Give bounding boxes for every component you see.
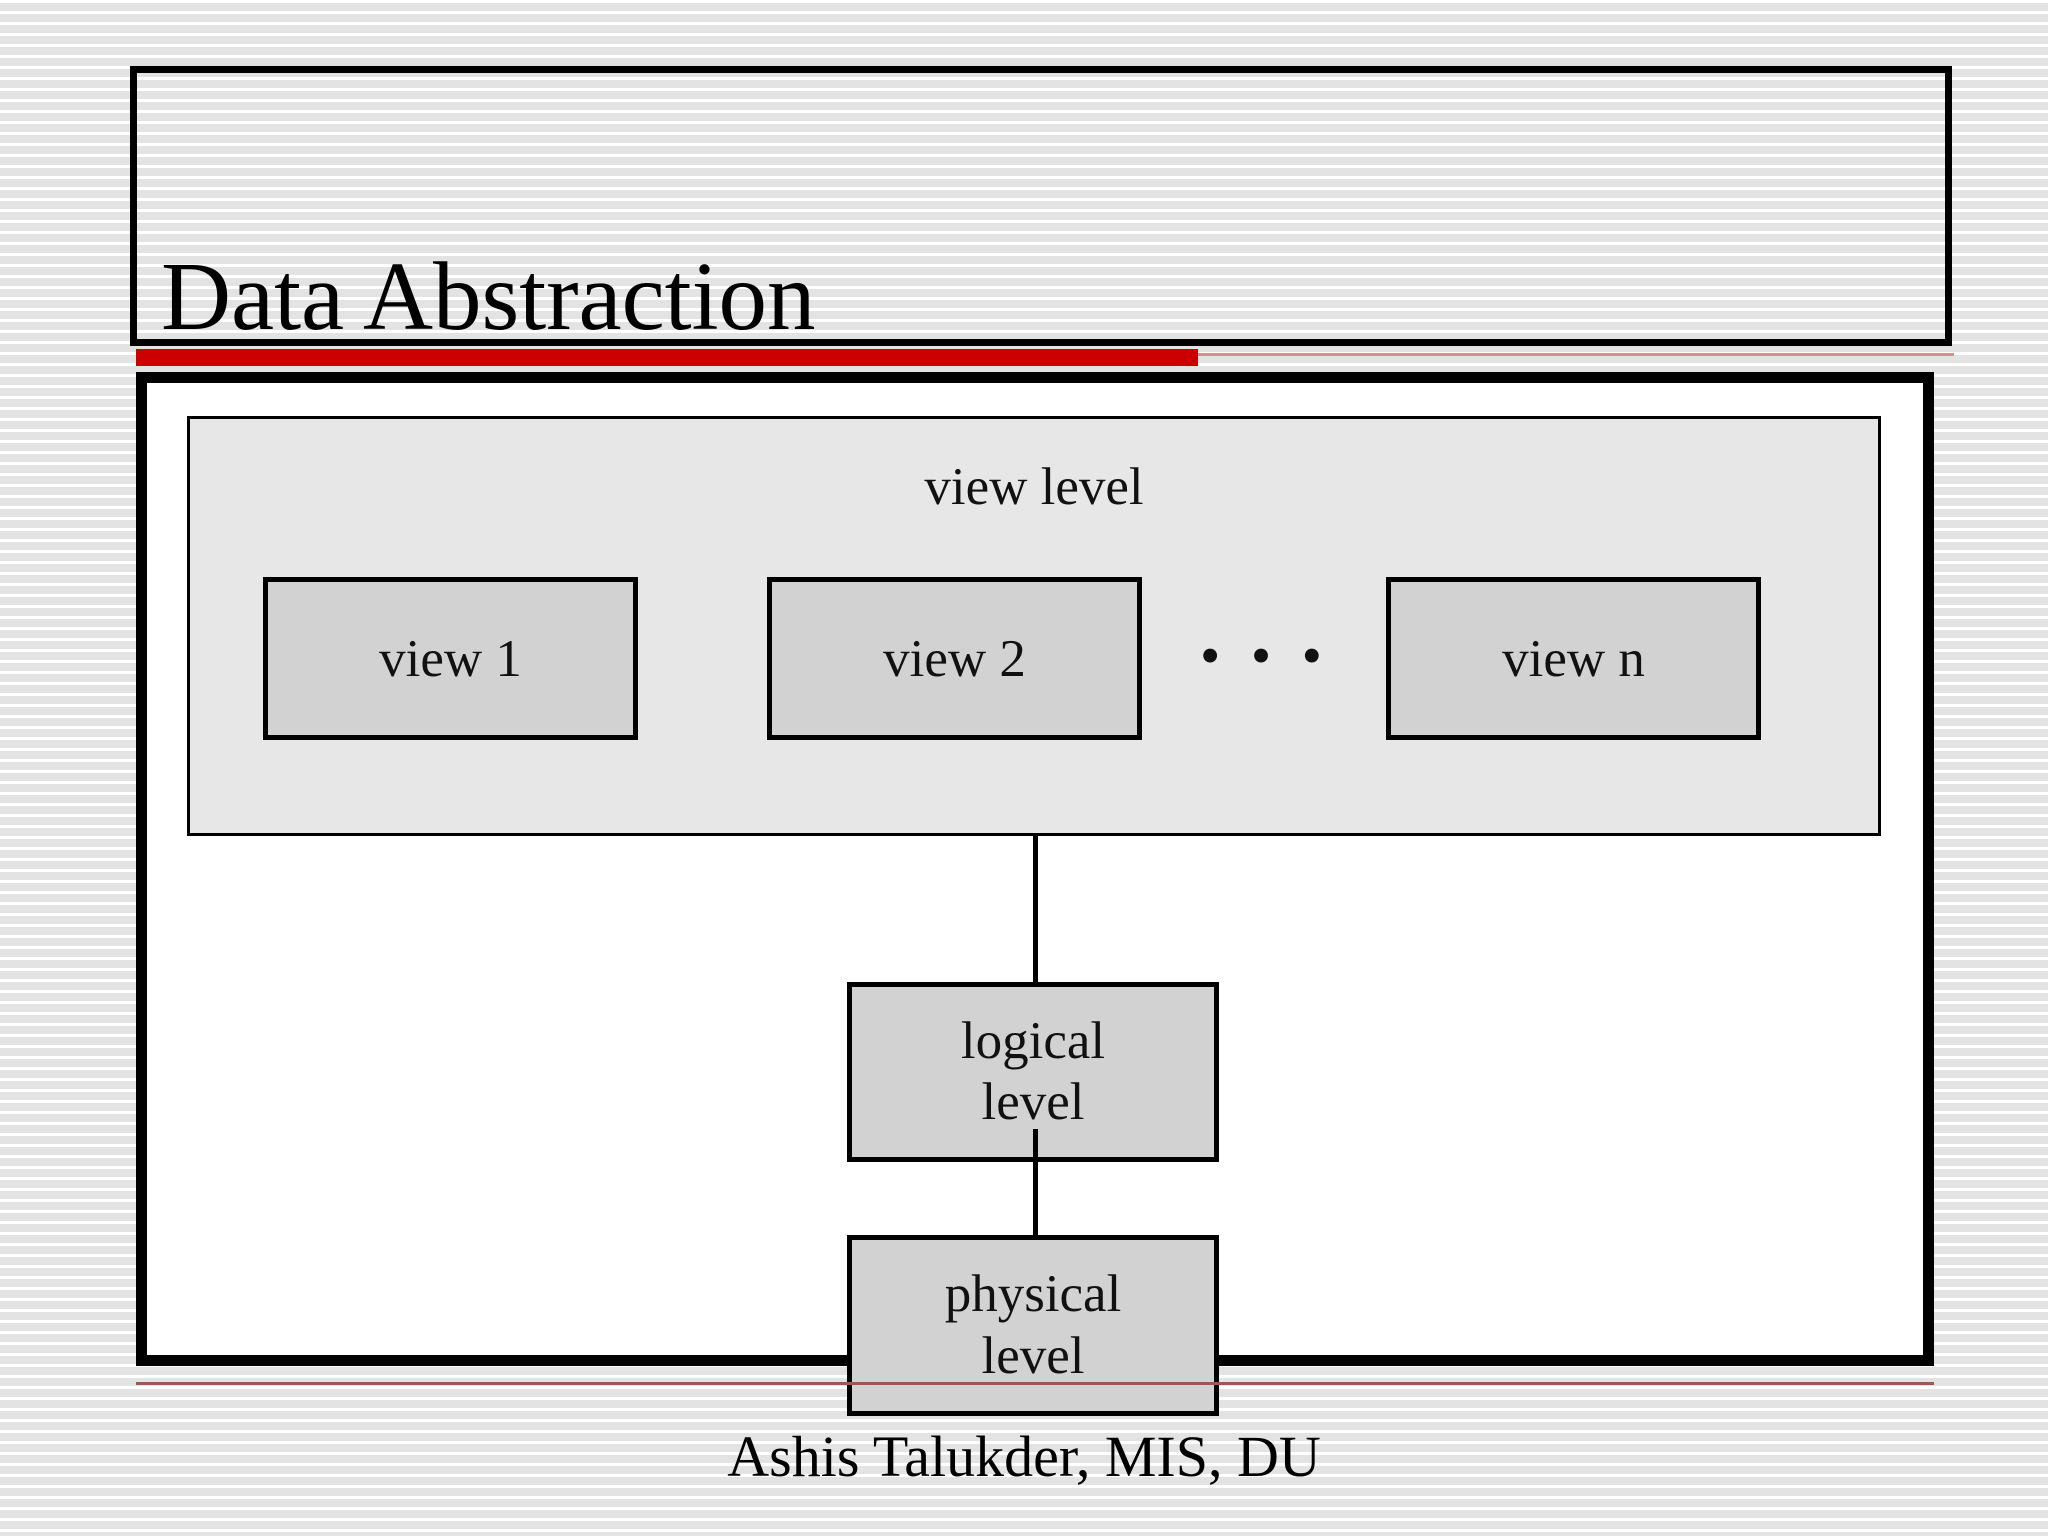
view-boxes-row: view 1 view 2 • • • view n <box>190 577 1878 747</box>
title-box: Data Abstraction <box>130 66 1952 346</box>
view-box-1: view 1 <box>263 577 638 740</box>
ellipsis-icon: • • • <box>1200 623 1330 688</box>
physical-level-label-line2: level <box>981 1326 1085 1385</box>
physical-level-box: physical level <box>847 1235 1219 1416</box>
page-title: Data Abstraction <box>161 243 816 350</box>
connector-view-to-logical <box>1033 836 1038 984</box>
content-frame: view level view 1 view 2 • • • view n lo… <box>136 372 1934 1416</box>
title-accent-rule-thin <box>1198 353 1954 356</box>
view-level-panel: view level view 1 view 2 • • • view n <box>187 416 1881 836</box>
footer-credit: Ashis Talukder, MIS, DU <box>727 1424 1321 1489</box>
view-box-n: view n <box>1386 577 1761 740</box>
view-level-label: view level <box>924 458 1144 516</box>
logical-level-label-line1: logical <box>960 1011 1106 1070</box>
view-box-2: view 2 <box>767 577 1142 740</box>
physical-level-label-line1: physical <box>944 1265 1122 1324</box>
title-accent-rule <box>136 349 1198 366</box>
connector-logical-to-physical <box>1033 1129 1038 1237</box>
content-bottom-rule <box>136 1382 1934 1385</box>
logical-level-label-line2: level <box>981 1073 1085 1131</box>
